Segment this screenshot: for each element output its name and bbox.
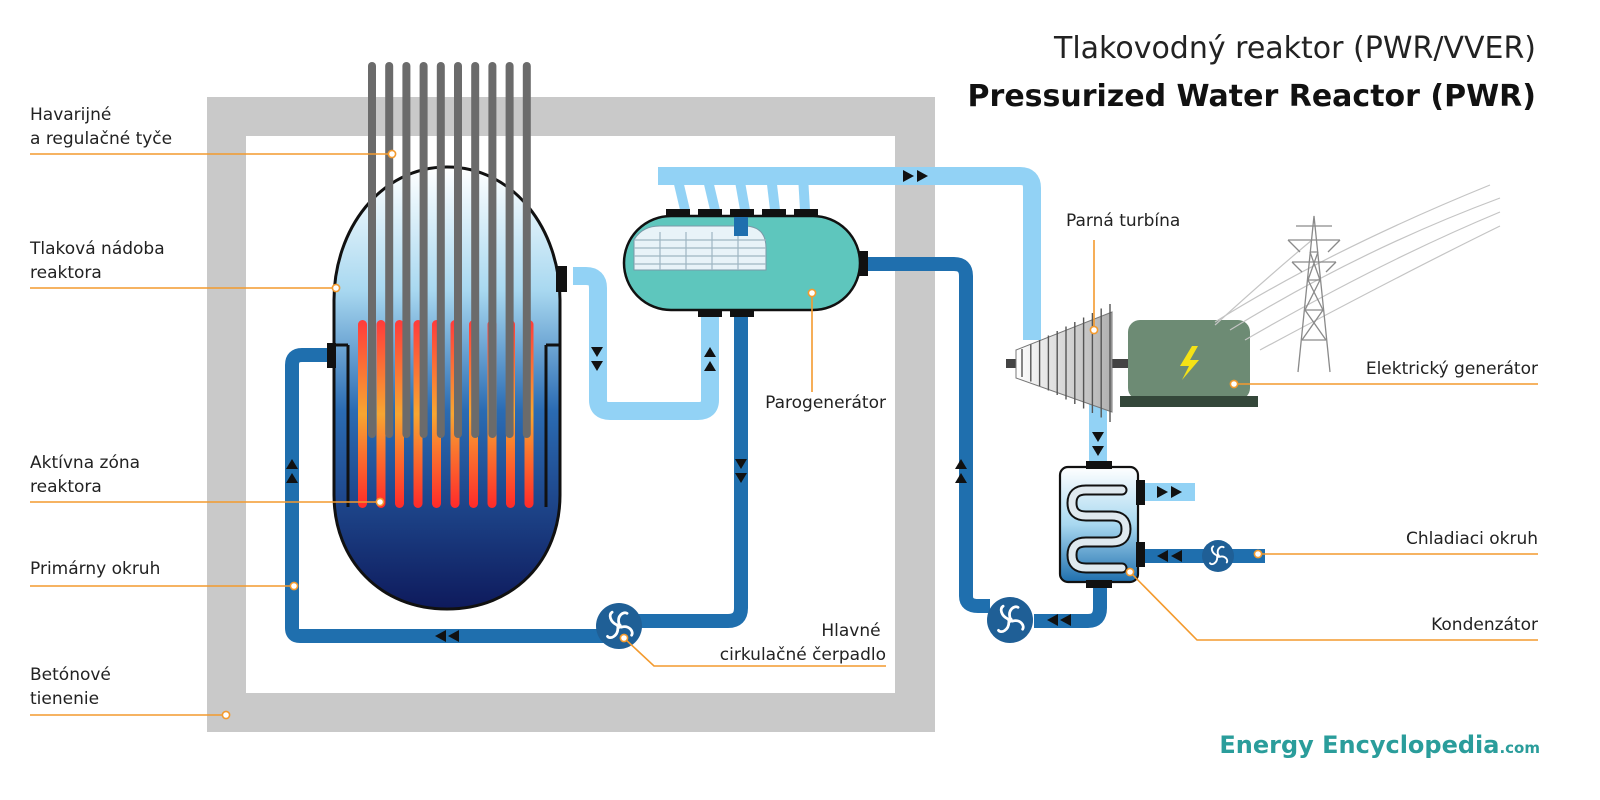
power-lines (1214, 184, 1501, 351)
brand-logo: Energy Encyclopedia.com (1219, 731, 1540, 759)
label-condenser: Kondenzátor (1431, 615, 1538, 635)
main-circulation-pump-icon (596, 603, 642, 649)
lightning-icon (1180, 346, 1199, 380)
control-rod (436, 62, 445, 438)
electric-generator (1120, 320, 1258, 407)
label-pressure-vessel: Tlaková nádoba reaktora (29, 239, 170, 283)
label-main-pump: Hlavné cirkulačné čerpadlo (720, 621, 886, 665)
title-en: Pressurized Water Reactor (PWR) (968, 79, 1536, 114)
control-rod (385, 62, 394, 438)
control-rod (419, 62, 428, 438)
steam-generator (622, 209, 868, 317)
control-rod (522, 62, 531, 438)
label-cooling-circuit: Chladiaci okruh (1406, 529, 1538, 549)
steam-header-arrows (672, 176, 810, 210)
cooling-pump-icon (1202, 540, 1234, 572)
primary-circuit-pipes (285, 257, 1265, 643)
flow-arrow-icon (286, 170, 1182, 642)
fuel-rod (376, 320, 386, 508)
condensate-pump-icon (987, 597, 1033, 643)
control-rod (454, 62, 462, 438)
power-pylon-icon (1287, 215, 1341, 373)
leader-lines (30, 149, 1538, 720)
control-rod (488, 62, 497, 438)
title-sk: Tlakovodný reaktor (PWR/VVER) (1053, 31, 1536, 66)
control-rod (471, 62, 480, 438)
control-rod (368, 62, 376, 438)
control-rod (402, 62, 411, 438)
label-active-zone: Aktívna zóna reaktora (30, 453, 145, 497)
fuel-rod (358, 320, 367, 508)
label-control-rods: Havarijné a regulačné tyče (30, 105, 172, 149)
fuel-rod (395, 320, 404, 508)
label-generator: Elektrický generátor (1366, 359, 1538, 379)
control-rod (505, 62, 514, 438)
label-steam-generator: Parogenerátor (765, 393, 886, 413)
control-rods (368, 62, 531, 438)
label-primary-circuit: Primárny okruh (30, 559, 160, 579)
label-concrete-shielding: Betónové tienenie (30, 665, 116, 709)
label-steam-turbine: Parná turbína (1066, 211, 1180, 231)
steam-turbine (1006, 304, 1136, 422)
condenser (1058, 461, 1145, 588)
